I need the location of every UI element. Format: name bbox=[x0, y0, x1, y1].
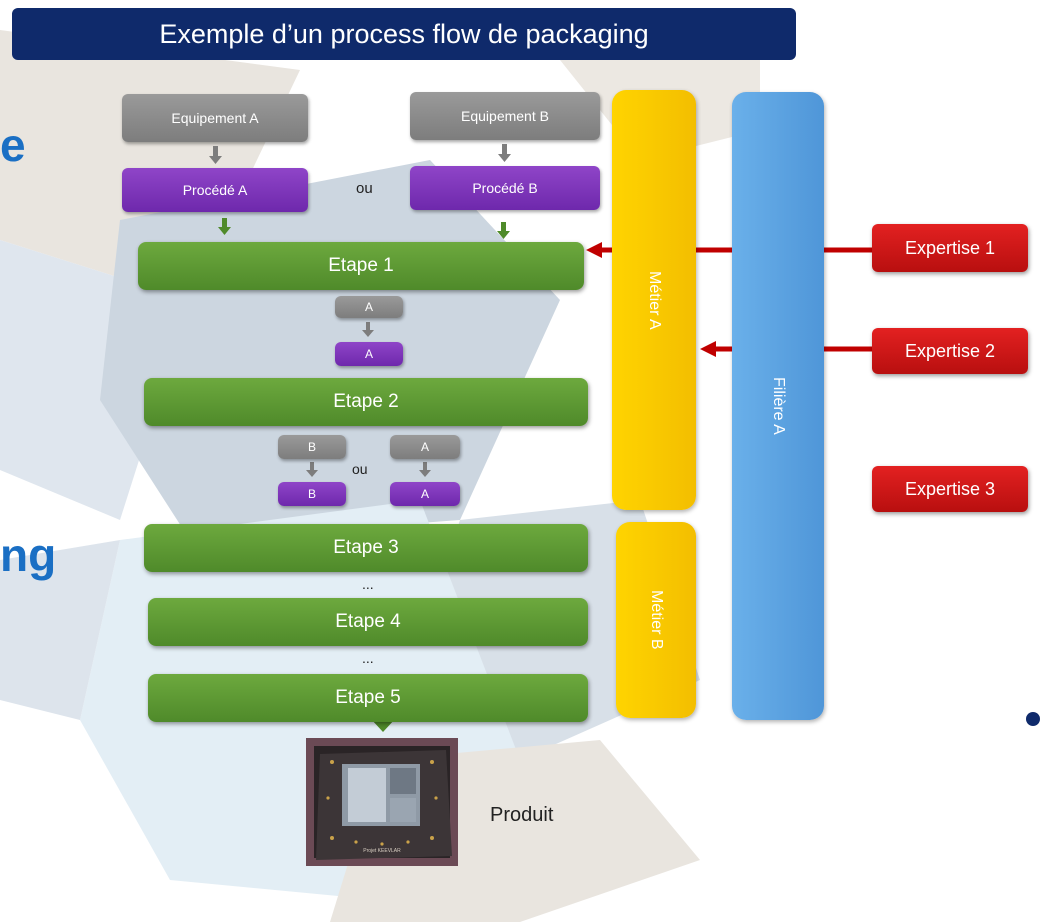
equipment-b-label: Equipement B bbox=[461, 108, 549, 124]
process-a-box: Procédé A bbox=[122, 168, 308, 212]
product-label: Produit bbox=[490, 804, 554, 826]
mini-process-a-2-label: A bbox=[420, 487, 429, 501]
mini-process-a-1-label: A bbox=[364, 347, 373, 361]
mini-process-b: B bbox=[278, 482, 346, 506]
step-3-label: Etape 3 bbox=[333, 537, 399, 558]
process-b-label: Procédé B bbox=[472, 180, 538, 196]
metier-a-bar: Métier A bbox=[612, 90, 696, 510]
step-1: Etape 1 bbox=[138, 242, 584, 290]
partial-heading-top: e bbox=[0, 119, 26, 171]
step-2: Etape 2 bbox=[144, 378, 588, 426]
step-5-label: Etape 5 bbox=[335, 687, 401, 708]
mini-process-a-1: A bbox=[335, 342, 403, 366]
mini-equipment-a-2-label: A bbox=[420, 440, 429, 454]
diagram-title: Exemple d’un process flow de packaging bbox=[159, 18, 649, 49]
mini-equipment-b: B bbox=[278, 435, 346, 459]
filiere-a-bar: Filière A bbox=[732, 92, 824, 720]
chip-marking-text: Projet KEEVLAR bbox=[363, 848, 401, 854]
expertise-1-box: Expertise 1 bbox=[872, 224, 1028, 272]
ellipsis-2: ... bbox=[362, 650, 374, 666]
expertise-2-label: Expertise 2 bbox=[904, 340, 996, 361]
equipment-a-box: Equipement A bbox=[122, 94, 308, 142]
metier-b-label: Métier B bbox=[648, 590, 665, 650]
expertise-3-box: Expertise 3 bbox=[872, 466, 1028, 512]
expertise-2-box: Expertise 2 bbox=[872, 328, 1028, 374]
metier-b-bar: Métier B bbox=[616, 522, 696, 718]
diagram-title-banner: Exemple d’un process flow de packaging bbox=[12, 8, 796, 60]
step-4-label: Etape 4 bbox=[335, 611, 401, 632]
mini-process-b-label: B bbox=[307, 487, 316, 501]
mini-process-a-2: A bbox=[390, 482, 460, 506]
expertise-1-label: Expertise 1 bbox=[904, 237, 996, 258]
filiere-a-label: Filière A bbox=[770, 377, 787, 435]
mini-equipment-a-1-label: A bbox=[364, 300, 373, 314]
or-label-middle: ou bbox=[352, 461, 368, 477]
expertise-3-label: Expertise 3 bbox=[904, 478, 996, 499]
mini-equipment-a-1: A bbox=[335, 296, 403, 318]
mini-equipment-b-label: B bbox=[307, 440, 316, 454]
process-b-box: Procédé B bbox=[410, 166, 600, 210]
ellipsis-1: ... bbox=[362, 576, 374, 592]
metier-a-label: Métier A bbox=[646, 270, 663, 330]
equipment-a-label: Equipement A bbox=[171, 110, 259, 126]
or-label-top: ou bbox=[356, 180, 373, 197]
mini-equipment-a-2: A bbox=[390, 435, 460, 459]
product-chip-image: Projet KEEVLAR bbox=[306, 738, 458, 866]
equipment-b-box: Equipement B bbox=[410, 92, 600, 140]
step-2-label: Etape 2 bbox=[333, 391, 399, 412]
step-1-label: Etape 1 bbox=[328, 255, 394, 276]
step-3: Etape 3 bbox=[144, 524, 588, 572]
step-5: Etape 5 bbox=[148, 674, 588, 722]
step-4: Etape 4 bbox=[148, 598, 588, 646]
process-a-label: Procédé A bbox=[182, 182, 248, 198]
gray-arrows bbox=[209, 144, 511, 477]
bullet-dot bbox=[1026, 712, 1040, 726]
partial-heading-bottom: ng bbox=[0, 529, 57, 581]
